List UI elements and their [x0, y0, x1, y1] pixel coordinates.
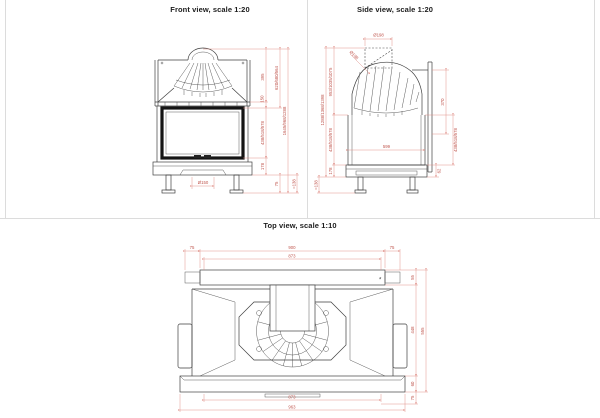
dim-overall-height-side: 1288/1368/1398 — [320, 94, 325, 126]
top-dimensions: 75 900 75 873 873 963 55 448 60 75 555 — [178, 245, 428, 412]
top-turbine-geometry — [238, 284, 347, 368]
border-right — [594, 0, 595, 218]
front-body-geometry — [152, 106, 253, 194]
side-body-geometry — [345, 115, 428, 194]
front-hood-geometry — [154, 47, 251, 107]
dim-overall-height: 1645/968/1288 — [282, 106, 287, 135]
dim-front-margin: 75 — [410, 395, 415, 400]
dim-glass-height: 438/518/578 — [260, 120, 265, 145]
dim-upper-height: 620/680/564 — [274, 65, 279, 90]
dim-leg-height: 75 — [274, 181, 279, 186]
dim-front-step: 60 — [410, 381, 415, 386]
side-rear-shield-geometry — [427, 61, 433, 173]
dim-rear-margin-left: 75 — [190, 245, 195, 250]
dim-base-height: 178 — [260, 162, 265, 170]
dim-outlet-diameter: Ø150 — [198, 180, 209, 185]
dim-rear-width: 900 — [288, 245, 296, 250]
dim-glass-height-right: 438/518/578 — [453, 127, 458, 152]
dim-hood-band: 150 — [260, 95, 265, 103]
dim-total-depth: 555 — [420, 327, 425, 335]
side-view-title: Side view, scale 1:20 — [356, 5, 434, 14]
front-view-drawing: 395 150 438/518/578 178 620/680/564 75 1… — [152, 47, 299, 194]
dim-rear-shield-height: 370 — [440, 98, 445, 106]
dim-body-depth-top: 448 — [410, 326, 415, 334]
top-view-title: Top view, scale 1:10 — [263, 221, 337, 230]
dim-body-depth: 599 — [383, 144, 391, 149]
dim-rear-inner-width: 873 — [288, 254, 296, 259]
divider-horizontal — [0, 218, 600, 219]
side-hood-geometry — [351, 47, 428, 117]
dim-leg-adjust: ≈138 — [292, 179, 297, 189]
dim-base-height-side: 178 — [328, 167, 333, 175]
dim-flue-diameter-slant: Ø198 — [349, 49, 360, 60]
divider-vertical — [307, 0, 308, 218]
top-rear-panel-geometry: * — [184, 269, 401, 286]
dim-front-inner-width: 873 — [288, 395, 296, 400]
border-left — [5, 0, 6, 218]
dim-total-width: 963 — [288, 405, 296, 410]
note-marker: * — [379, 278, 382, 284]
dim-rear-margin-right: 75 — [390, 245, 395, 250]
side-dimensions: Ø198 Ø198 370 599 953/1035/1075 438/518/… — [314, 33, 458, 194]
dim-rear-panel-depth: 55 — [410, 275, 415, 280]
top-fascia-geometry — [179, 375, 406, 398]
dim-base-offset: 62 — [437, 168, 442, 173]
side-view-drawing: Ø198 Ø198 370 599 953/1035/1075 438/518/… — [314, 33, 458, 194]
dim-height-to-flue: 953/1035/1075 — [328, 67, 333, 96]
front-dimensions: 395 150 438/518/578 178 620/680/564 75 1… — [190, 47, 299, 194]
front-view-title: Front view, scale 1:20 — [170, 5, 250, 14]
dim-glass-height-left: 438/518/578 — [328, 127, 333, 152]
dim-dome-height: 395 — [260, 73, 265, 81]
dim-flue-diameter-top: Ø198 — [373, 33, 384, 38]
top-view-drawing: * 75 900 7 — [177, 245, 428, 412]
dim-leg-adjust-side: ≈138 — [314, 180, 319, 190]
